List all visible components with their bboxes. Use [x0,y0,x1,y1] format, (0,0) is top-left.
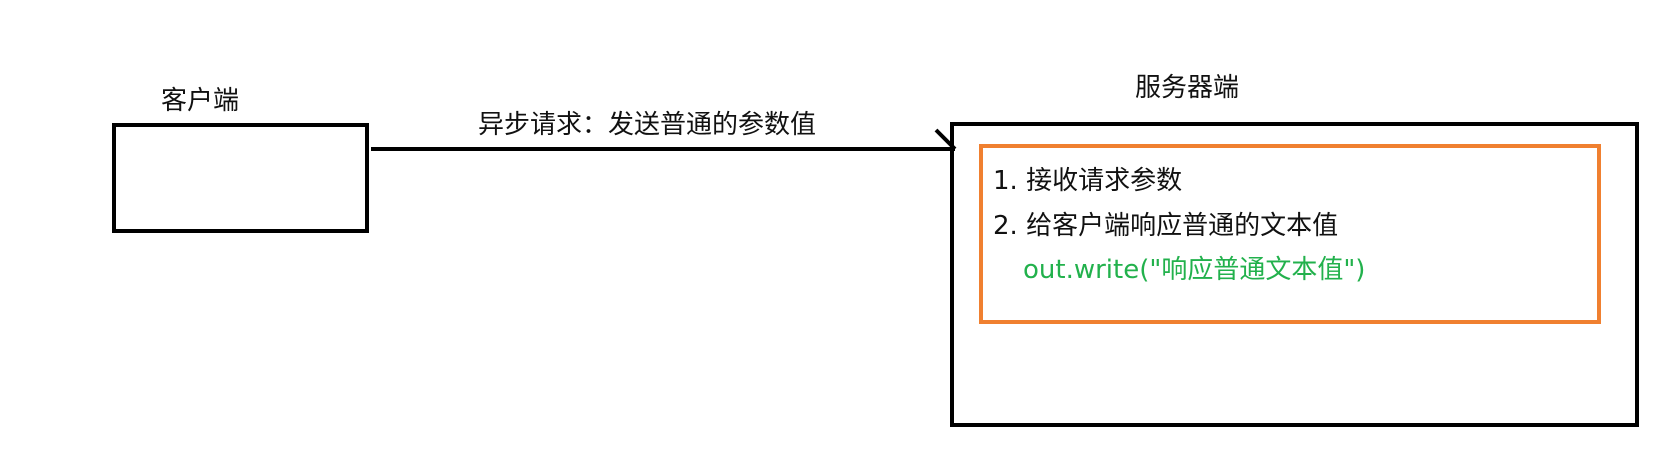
client-label: 客户端 [161,86,240,116]
server-step-2: 2. 给客户端响应普通的文本值 [993,211,1339,241]
request-arrow-label: 异步请求：发送普通的参数值 [478,110,817,140]
server-code-line: out.write("响应普通文本值") [1023,255,1366,285]
server-box [950,122,1639,427]
server-label: 服务器端 [1135,73,1240,103]
server-step-1: 1. 接收请求参数 [993,166,1183,196]
server-process-box [979,144,1601,324]
client-box [112,123,369,233]
